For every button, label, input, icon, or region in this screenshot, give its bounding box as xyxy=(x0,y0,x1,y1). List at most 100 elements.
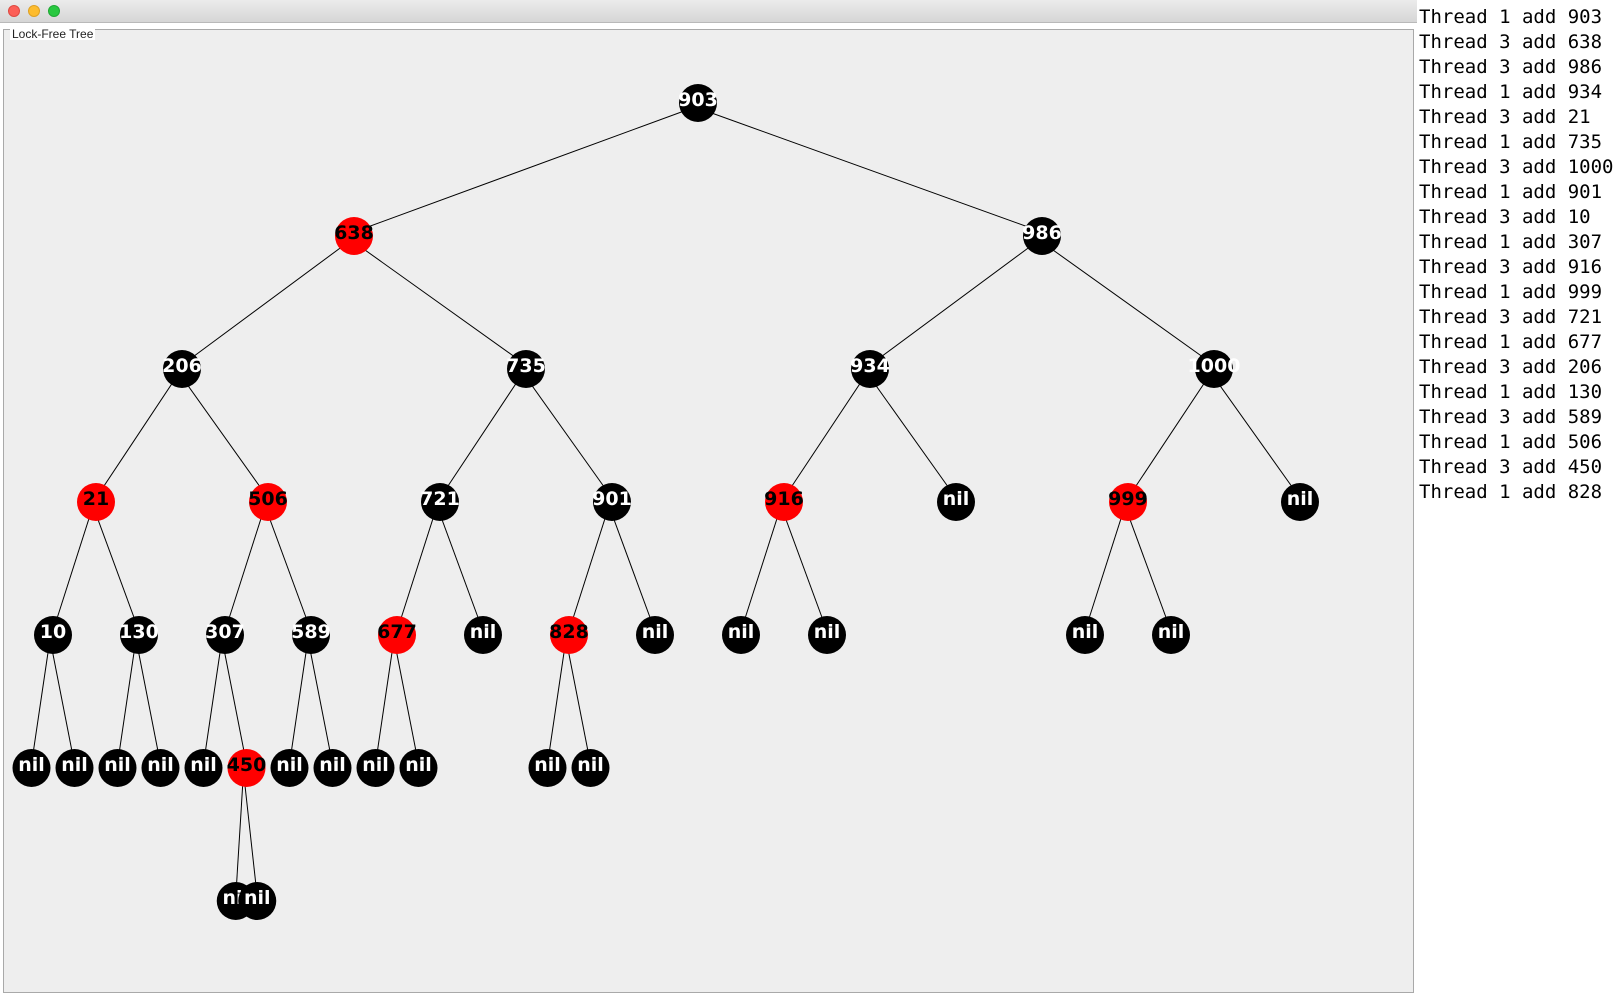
tree-edge xyxy=(235,771,244,898)
node-label: 934 xyxy=(850,355,890,377)
log-line: Thread 1 add 130 xyxy=(1419,381,1603,403)
node-circle xyxy=(507,350,545,388)
log-line: Thread 1 add 506 xyxy=(1419,431,1603,453)
close-window-button[interactable] xyxy=(8,5,20,17)
node-circle xyxy=(313,749,352,787)
log-line: Thread 3 add 638 xyxy=(1419,31,1603,53)
tree-edge xyxy=(375,638,395,765)
node-circle xyxy=(808,616,846,654)
tree-edge xyxy=(783,372,868,499)
tree-edge xyxy=(740,505,782,632)
nil-node: nil xyxy=(1066,616,1104,654)
node-label: 506 xyxy=(248,488,288,510)
node-label: 986 xyxy=(1022,222,1062,244)
node-label: 10 xyxy=(40,621,66,643)
log-line: Thread 3 add 1000 xyxy=(1419,156,1613,178)
tree-edge xyxy=(203,638,223,765)
tree-node-916: 916 xyxy=(764,483,804,521)
nil-node: nil xyxy=(1152,616,1190,654)
tree-edge xyxy=(1127,372,1212,499)
tree-node-206: 206 xyxy=(162,350,202,388)
maximize-window-button[interactable] xyxy=(48,5,60,17)
node-circle xyxy=(571,749,610,787)
nil-node: nil xyxy=(636,616,674,654)
nil-node: nil xyxy=(571,749,610,787)
tree-edge xyxy=(289,638,309,765)
node-label: nil xyxy=(1072,621,1099,643)
log-line: Thread 1 add 307 xyxy=(1419,231,1603,253)
title-bar[interactable] xyxy=(0,0,1417,23)
node-label: 916 xyxy=(764,488,804,510)
tree-node-986: 986 xyxy=(1022,217,1062,255)
tree-edge xyxy=(224,505,266,632)
tree-node-721: 721 xyxy=(420,483,460,521)
node-circle xyxy=(593,483,631,521)
tree-edge xyxy=(1124,505,1172,632)
tree-edge xyxy=(243,771,258,898)
nil-node: nil xyxy=(399,749,438,787)
tree-edge xyxy=(694,106,1043,233)
log-line: Thread 3 add 721 xyxy=(1419,306,1603,328)
tree-edge xyxy=(52,505,94,632)
node-label: nil xyxy=(943,488,970,510)
tree-edge xyxy=(135,638,161,765)
tree-node-1000: 1000 xyxy=(1188,350,1241,388)
node-label: nil xyxy=(814,621,841,643)
node-circle xyxy=(34,616,72,654)
minimize-window-button[interactable] xyxy=(28,5,40,17)
tree-edge xyxy=(565,638,591,765)
tree-node-828: 828 xyxy=(549,616,589,654)
log-line: Thread 1 add 903 xyxy=(1419,6,1603,28)
nil-node: nil xyxy=(313,749,352,787)
node-label: 999 xyxy=(1108,488,1148,510)
tree-edge xyxy=(393,638,419,765)
nil-node: nil xyxy=(141,749,180,787)
nil-node: nil xyxy=(12,749,51,787)
node-circle xyxy=(206,616,244,654)
node-label: 1000 xyxy=(1188,355,1241,377)
nil-node: nil xyxy=(528,749,567,787)
tree-node-677: 677 xyxy=(377,616,417,654)
tree-node-130: 130 xyxy=(119,616,159,654)
node-circle xyxy=(421,483,459,521)
node-circle xyxy=(937,483,975,521)
node-label: nil xyxy=(104,754,131,776)
nil-node: nil xyxy=(356,749,395,787)
node-label: nil xyxy=(728,621,755,643)
node-label: nil xyxy=(190,754,217,776)
node-label: 638 xyxy=(334,222,374,244)
tree-node-638: 638 xyxy=(334,217,374,255)
node-circle xyxy=(1066,616,1104,654)
tree-node-999: 999 xyxy=(1108,483,1148,521)
node-circle xyxy=(270,749,309,787)
log-line: Thread 3 add 21 xyxy=(1419,106,1591,128)
node-label: nil xyxy=(244,887,271,909)
tree-edge xyxy=(396,505,438,632)
node-label: 206 xyxy=(162,355,202,377)
tree-node-506: 506 xyxy=(248,483,288,521)
tree-edge xyxy=(221,638,247,765)
node-circle xyxy=(55,749,94,787)
tree-edge xyxy=(264,505,312,632)
node-label: 901 xyxy=(592,488,632,510)
node-circle xyxy=(163,350,201,388)
node-label: 828 xyxy=(549,621,589,643)
log-line: Thread 1 add 901 xyxy=(1419,181,1603,203)
tree-edge xyxy=(350,239,527,366)
tree-edge xyxy=(95,372,180,499)
node-label: nil xyxy=(534,754,561,776)
log-line: Thread 1 add 735 xyxy=(1419,131,1603,153)
node-circle xyxy=(77,483,115,521)
tree-node-901: 901 xyxy=(592,483,632,521)
node-circle xyxy=(550,616,588,654)
tree-edge xyxy=(92,505,140,632)
tree-edge xyxy=(780,505,828,632)
log-line: Thread 3 add 589 xyxy=(1419,406,1603,428)
node-circle xyxy=(1195,350,1233,388)
tree-edge xyxy=(49,638,75,765)
